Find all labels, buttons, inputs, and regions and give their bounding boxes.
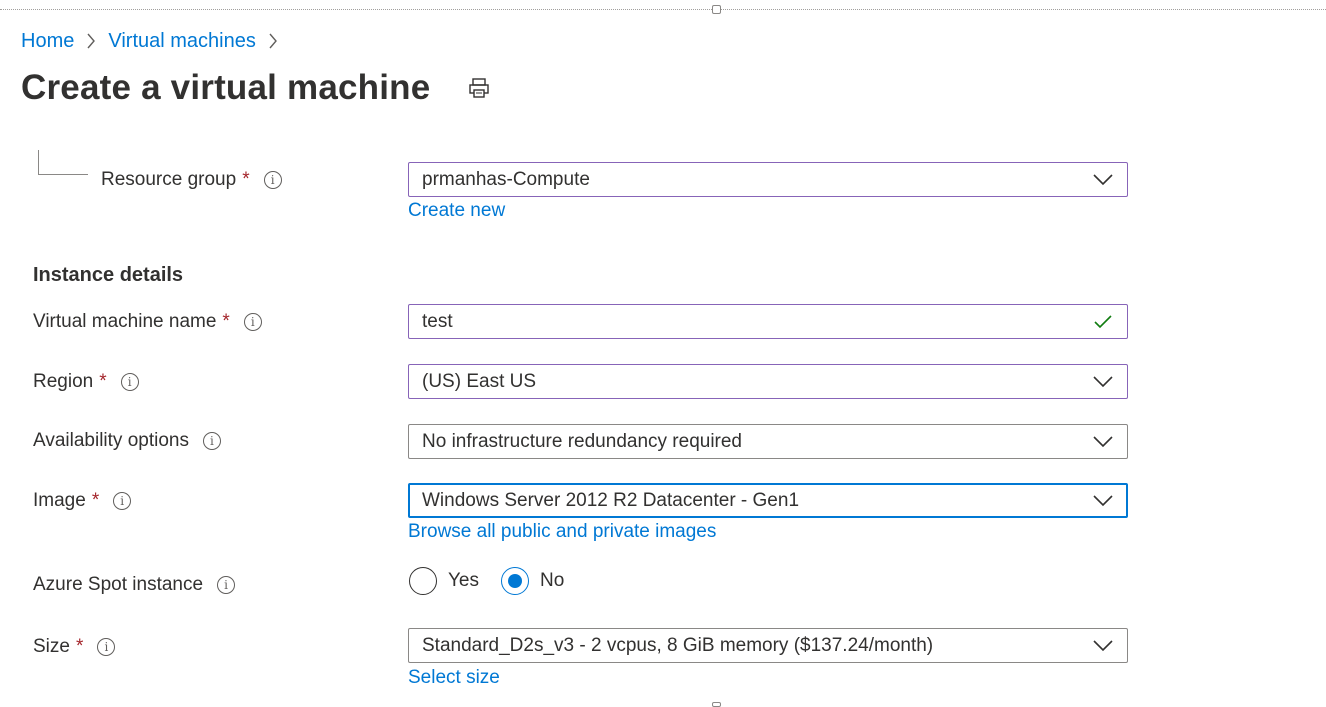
availability-value: No infrastructure redundancy required bbox=[422, 430, 743, 452]
region-label: Region * i bbox=[33, 370, 139, 394]
page-title: Create a virtual machine bbox=[21, 68, 431, 107]
spot-label: Azure Spot instance i bbox=[33, 573, 236, 597]
resize-handle-top[interactable] bbox=[712, 5, 721, 14]
required-mark: * bbox=[242, 169, 250, 190]
info-icon[interactable]: i bbox=[243, 313, 262, 331]
print-icon[interactable] bbox=[466, 75, 492, 101]
vm-name-value: test bbox=[422, 310, 453, 332]
region-value: (US) East US bbox=[422, 370, 537, 392]
breadcrumb-virtual-machines[interactable]: Virtual machines bbox=[108, 29, 256, 52]
required-mark: * bbox=[99, 371, 107, 392]
checkmark-icon bbox=[1092, 313, 1114, 331]
instance-details-heading: Instance details bbox=[33, 264, 184, 286]
availability-label: Availability options i bbox=[33, 429, 221, 453]
availability-label-text: Availability options bbox=[33, 430, 189, 451]
required-mark: * bbox=[75, 636, 84, 657]
spot-radio-no[interactable]: No bbox=[501, 567, 564, 595]
region-dropdown[interactable]: (US) East US bbox=[408, 364, 1128, 399]
size-label-text: Size bbox=[33, 636, 70, 657]
info-icon[interactable]: i bbox=[202, 432, 221, 450]
spot-label-text: Azure Spot instance bbox=[33, 574, 204, 595]
chevron-down-icon bbox=[1092, 173, 1114, 187]
chevron-down-icon bbox=[1092, 639, 1114, 653]
radio-label-no: No bbox=[540, 570, 565, 591]
chevron-down-icon bbox=[1092, 435, 1114, 449]
breadcrumb: Home Virtual machines bbox=[21, 29, 290, 53]
select-size-link[interactable]: Select size bbox=[408, 667, 500, 688]
tree-connector bbox=[38, 150, 88, 175]
image-label: Image * i bbox=[33, 489, 132, 513]
size-value: Standard_D2s_v3 - 2 vcpus, 8 GiB memory … bbox=[422, 634, 934, 656]
radio-label-yes: Yes bbox=[448, 570, 479, 591]
resource-group-label: Resource group * i bbox=[101, 168, 282, 192]
create-new-link[interactable]: Create new bbox=[408, 200, 506, 221]
vm-name-label: Virtual machine name * i bbox=[33, 310, 262, 334]
spot-radio-group: Yes No bbox=[409, 567, 586, 595]
chevron-right-icon bbox=[256, 29, 290, 53]
availability-dropdown[interactable]: No infrastructure redundancy required bbox=[408, 424, 1128, 459]
vm-name-input[interactable]: test bbox=[408, 304, 1128, 339]
image-value: Windows Server 2012 R2 Datacenter - Gen1 bbox=[422, 489, 800, 511]
radio-checked-icon[interactable] bbox=[501, 567, 529, 595]
image-dropdown[interactable]: Windows Server 2012 R2 Datacenter - Gen1 bbox=[408, 483, 1128, 518]
top-divider bbox=[0, 9, 1326, 10]
region-label-text: Region bbox=[33, 371, 94, 392]
spot-radio-yes[interactable]: Yes bbox=[409, 567, 479, 595]
chevron-down-icon bbox=[1092, 375, 1114, 389]
vm-name-label-text: Virtual machine name bbox=[33, 311, 217, 332]
info-icon[interactable]: i bbox=[97, 638, 116, 656]
image-label-text: Image bbox=[33, 490, 86, 511]
radio-unchecked-icon[interactable] bbox=[409, 567, 437, 595]
browse-images-link[interactable]: Browse all public and private images bbox=[408, 521, 717, 542]
breadcrumb-home[interactable]: Home bbox=[21, 29, 75, 52]
resource-group-label-text: Resource group bbox=[101, 169, 237, 190]
size-dropdown[interactable]: Standard_D2s_v3 - 2 vcpus, 8 GiB memory … bbox=[408, 628, 1128, 663]
info-icon[interactable]: i bbox=[217, 576, 236, 594]
info-icon[interactable]: i bbox=[263, 171, 282, 189]
required-mark: * bbox=[222, 311, 230, 332]
required-mark: * bbox=[91, 490, 100, 511]
title-row: Create a virtual machine bbox=[21, 68, 492, 108]
info-icon[interactable]: i bbox=[120, 373, 139, 391]
resource-group-value: prmanhas-Compute bbox=[422, 168, 590, 190]
resource-group-dropdown[interactable]: prmanhas-Compute bbox=[408, 162, 1128, 197]
size-label: Size * i bbox=[33, 635, 116, 659]
chevron-right-icon bbox=[74, 29, 108, 53]
chevron-down-icon bbox=[1092, 494, 1114, 508]
info-icon[interactable]: i bbox=[113, 492, 132, 510]
